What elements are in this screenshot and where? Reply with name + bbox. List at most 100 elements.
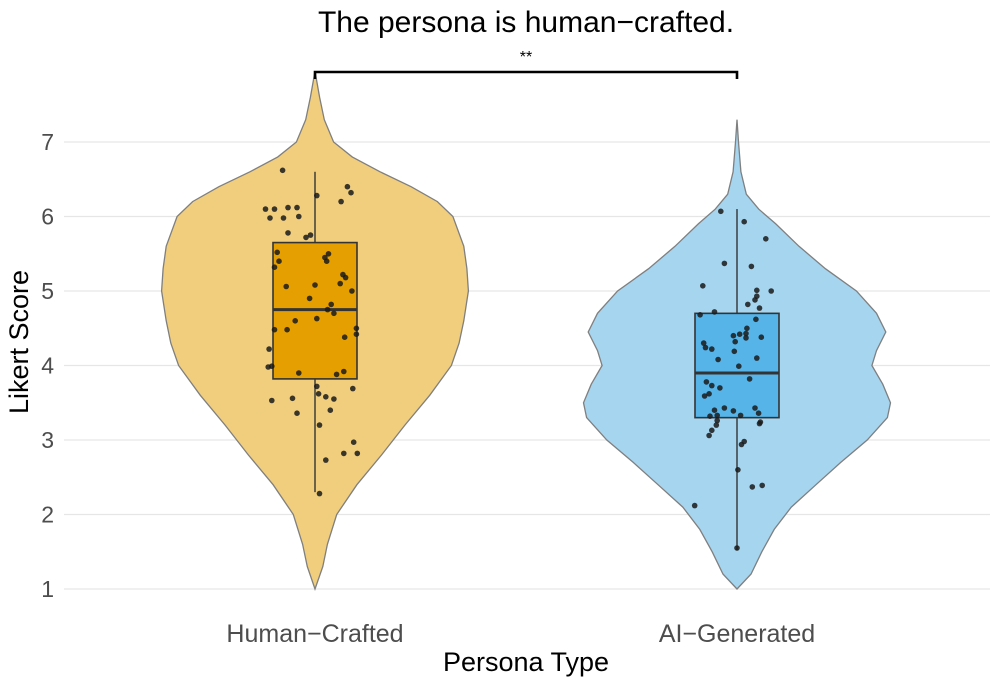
data-point xyxy=(709,427,715,434)
data-point xyxy=(730,332,737,339)
data-point xyxy=(735,467,741,473)
data-point xyxy=(341,368,347,375)
data-point xyxy=(731,348,738,355)
data-point xyxy=(266,346,272,352)
data-point xyxy=(707,413,713,420)
x-tick-labels: Human−Crafted AI−Generated xyxy=(226,620,815,648)
data-point xyxy=(337,280,344,287)
x-tick-label: Human−Crafted xyxy=(226,620,403,648)
data-point xyxy=(283,283,290,290)
y-tick-label: 4 xyxy=(41,353,54,379)
data-point xyxy=(714,417,720,424)
y-tick-label: 5 xyxy=(41,278,54,304)
data-point xyxy=(706,432,712,439)
data-point xyxy=(323,394,329,400)
data-point xyxy=(741,218,747,225)
data-point xyxy=(296,213,302,220)
data-point xyxy=(262,206,269,212)
data-point xyxy=(269,397,275,404)
significance-label: ** xyxy=(520,49,532,66)
data-point xyxy=(323,457,329,463)
data-point xyxy=(756,305,763,311)
data-point xyxy=(714,412,720,419)
data-point xyxy=(284,326,290,333)
data-point xyxy=(307,232,314,238)
data-point xyxy=(711,309,718,315)
data-point xyxy=(274,249,281,256)
data-point xyxy=(754,355,760,361)
data-point xyxy=(303,234,309,241)
data-point xyxy=(350,439,357,446)
data-point xyxy=(328,301,335,308)
data-point xyxy=(354,450,361,457)
x-tick-label: AI−Generated xyxy=(659,620,815,648)
data-point xyxy=(314,383,320,390)
data-point xyxy=(316,422,323,428)
chart-title: The persona is human−crafted. xyxy=(318,6,734,39)
data-point xyxy=(324,306,331,313)
data-point xyxy=(715,356,721,363)
data-point xyxy=(331,310,337,317)
data-point xyxy=(314,315,320,322)
data-point xyxy=(269,363,275,370)
data-point xyxy=(702,344,709,351)
data-point xyxy=(700,340,707,346)
data-point xyxy=(709,382,715,389)
data-point xyxy=(754,287,760,294)
data-point xyxy=(730,408,737,414)
data-point xyxy=(341,334,348,341)
data-point xyxy=(271,264,278,271)
data-point xyxy=(697,312,703,318)
data-point xyxy=(759,482,765,489)
data-point xyxy=(314,192,320,199)
data-point xyxy=(700,283,706,289)
data-point xyxy=(741,438,747,445)
data-point xyxy=(743,335,749,341)
data-point xyxy=(717,385,723,391)
data-point xyxy=(271,206,278,212)
data-point xyxy=(350,385,356,392)
data-point xyxy=(701,393,708,399)
data-point xyxy=(289,395,296,402)
data-point xyxy=(342,274,349,281)
data-point xyxy=(744,325,750,332)
data-point xyxy=(323,258,330,265)
data-point xyxy=(331,396,337,402)
significance-bracket: ** xyxy=(313,49,739,79)
data-point xyxy=(341,450,347,457)
data-point xyxy=(748,263,755,270)
y-tick-label: 3 xyxy=(41,427,54,453)
data-point xyxy=(763,236,769,242)
data-point xyxy=(718,208,724,215)
data-point xyxy=(276,258,282,265)
data-point xyxy=(333,371,340,378)
data-point xyxy=(285,230,291,236)
data-point xyxy=(752,405,758,411)
data-point xyxy=(758,334,765,341)
data-point xyxy=(721,260,728,267)
data-point xyxy=(316,490,323,497)
y-tick-label: 6 xyxy=(41,204,54,230)
data-point xyxy=(353,325,360,332)
data-point xyxy=(294,410,300,417)
violins xyxy=(160,71,892,591)
data-point xyxy=(749,484,756,490)
data-point xyxy=(755,410,762,417)
data-point xyxy=(745,301,751,308)
data-point xyxy=(706,391,712,397)
data-point xyxy=(713,422,720,428)
data-point xyxy=(349,288,355,294)
data-point xyxy=(709,346,715,352)
data-point xyxy=(325,251,332,257)
data-point xyxy=(743,330,749,337)
data-point xyxy=(285,204,291,211)
data-point xyxy=(271,326,278,333)
y-tick-label: 1 xyxy=(41,576,54,602)
data-point xyxy=(711,407,718,414)
data-point xyxy=(734,545,740,551)
data-point xyxy=(757,419,764,425)
data-point xyxy=(348,189,354,196)
data-point xyxy=(736,331,743,338)
